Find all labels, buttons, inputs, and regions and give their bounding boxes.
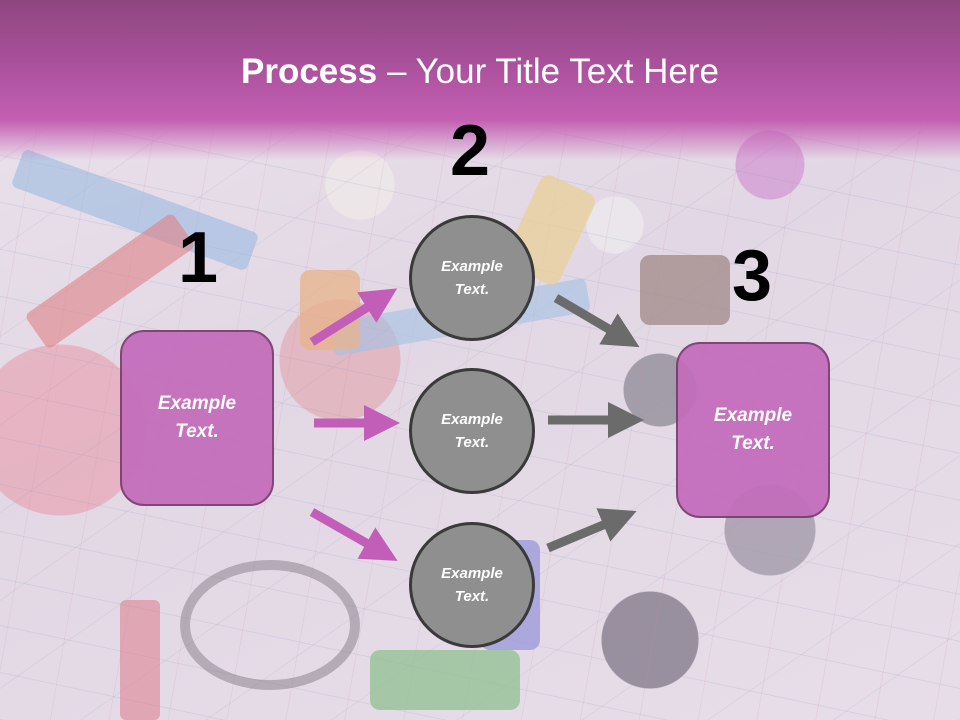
step-number-2: 2 — [450, 111, 491, 191]
brown-spool — [640, 255, 730, 325]
arrow-from-circle-top — [553, 294, 640, 348]
green-spool — [370, 650, 520, 710]
step-3-label-line1: Example — [713, 404, 793, 426]
step-1-label-line1: Example — [157, 392, 237, 414]
arrow-to-circle-bottom — [309, 508, 398, 561]
circle-bottom-label-line1: Example — [441, 564, 503, 582]
circle-top-label-line2: Text. — [454, 281, 490, 298]
page-title: Process – Your Title Text Here — [241, 52, 719, 91]
scissors-handle — [180, 560, 360, 690]
arrow-to-circle-top — [309, 288, 398, 346]
circle-middle-label-line1: Example — [441, 410, 503, 428]
step-3-label-line2: Text. — [731, 433, 775, 454]
title-bar — [0, 0, 960, 160]
arrow-from-circle-bottom — [546, 508, 637, 553]
circle-middle-label-line2: Text. — [454, 434, 490, 451]
orange-spool — [300, 270, 360, 350]
circle-bottom-label-line2: Text. — [454, 588, 490, 605]
measuring-tape-red-bottom — [120, 600, 160, 720]
step-1-label-line2: Text. — [175, 421, 219, 442]
step-number-3: 3 — [732, 236, 773, 316]
circle-top-label-line1: Example — [441, 257, 503, 275]
step-number-1: 1 — [178, 218, 219, 298]
